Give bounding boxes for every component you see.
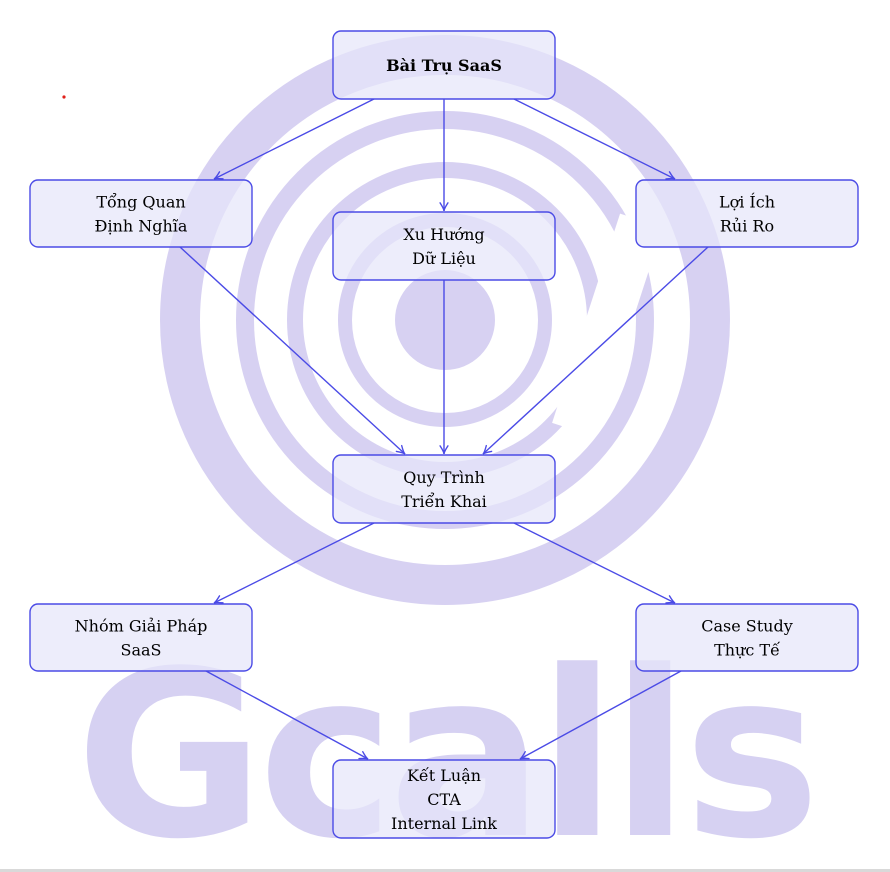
node-label-line: Bài Trụ SaaS — [386, 56, 502, 75]
arrowhead-icon — [439, 445, 449, 455]
arrowhead-icon — [395, 444, 406, 455]
node-box — [332, 454, 556, 524]
edge-line — [482, 246, 709, 455]
node-box — [29, 603, 253, 672]
node-label-line: Lợi Ích — [719, 192, 775, 212]
edge-overview-to-process — [179, 246, 406, 455]
edge-line — [513, 98, 676, 180]
edge-line — [519, 670, 682, 760]
edge-process-to-solutions — [213, 522, 375, 604]
edge-benefits-to-process — [482, 246, 709, 455]
edge-solutions-to-conclusion — [205, 670, 369, 760]
node-label-line: Định Nghĩa — [95, 217, 188, 236]
arrowhead-icon — [665, 595, 676, 604]
node-label-line: CTA — [427, 790, 461, 809]
node-label-line: Case Study — [701, 617, 793, 636]
arrowhead-icon — [213, 171, 224, 180]
node-box — [332, 30, 556, 100]
node-label-line: Xu Hướng — [403, 225, 484, 244]
arrowhead-icon — [439, 202, 449, 212]
node-label-line: Triển Khai — [401, 492, 487, 511]
node-label-line: Nhóm Giải Pháp — [75, 617, 208, 636]
arrowhead-icon — [519, 750, 530, 760]
node-box — [635, 603, 859, 672]
edge-line — [513, 522, 676, 604]
node-root: Bài Trụ SaaS — [332, 30, 556, 100]
node-label-line: Internal Link — [391, 814, 497, 833]
node-label-line: Thực Tế — [714, 641, 780, 660]
edges-layer — [179, 98, 709, 760]
arrowhead-icon — [358, 750, 369, 760]
red-dot-mark — [62, 95, 66, 99]
node-label-line: Quy Trình — [403, 468, 485, 487]
node-label-line: Rủi Ro — [720, 217, 774, 236]
edge-case-to-conclusion — [519, 670, 682, 760]
node-label-line: Kết Luận — [407, 766, 481, 785]
arrowhead-icon — [482, 444, 493, 455]
edge-line — [179, 246, 406, 455]
node-box — [29, 179, 253, 248]
edge-root-to-overview — [213, 98, 375, 180]
edge-root-to-benefits — [513, 98, 676, 180]
edge-root-to-trends — [439, 99, 449, 212]
arrowhead-icon — [665, 171, 676, 180]
node-box — [332, 759, 556, 839]
node-label-line: Dữ Liệu — [412, 249, 476, 268]
edge-trends-to-process — [439, 280, 449, 455]
edge-line — [213, 522, 375, 604]
edge-line — [213, 98, 375, 180]
node-label-line: Tổng Quan — [96, 193, 185, 212]
bottom-divider — [0, 869, 890, 872]
node-trends: Xu Hướng Dữ Liệu — [332, 211, 556, 281]
arrowhead-icon — [213, 595, 224, 604]
node-box — [332, 211, 556, 281]
node-box — [635, 179, 859, 248]
edge-process-to-case — [513, 522, 676, 604]
node-label-line: SaaS — [121, 641, 162, 660]
edge-line — [205, 670, 369, 760]
